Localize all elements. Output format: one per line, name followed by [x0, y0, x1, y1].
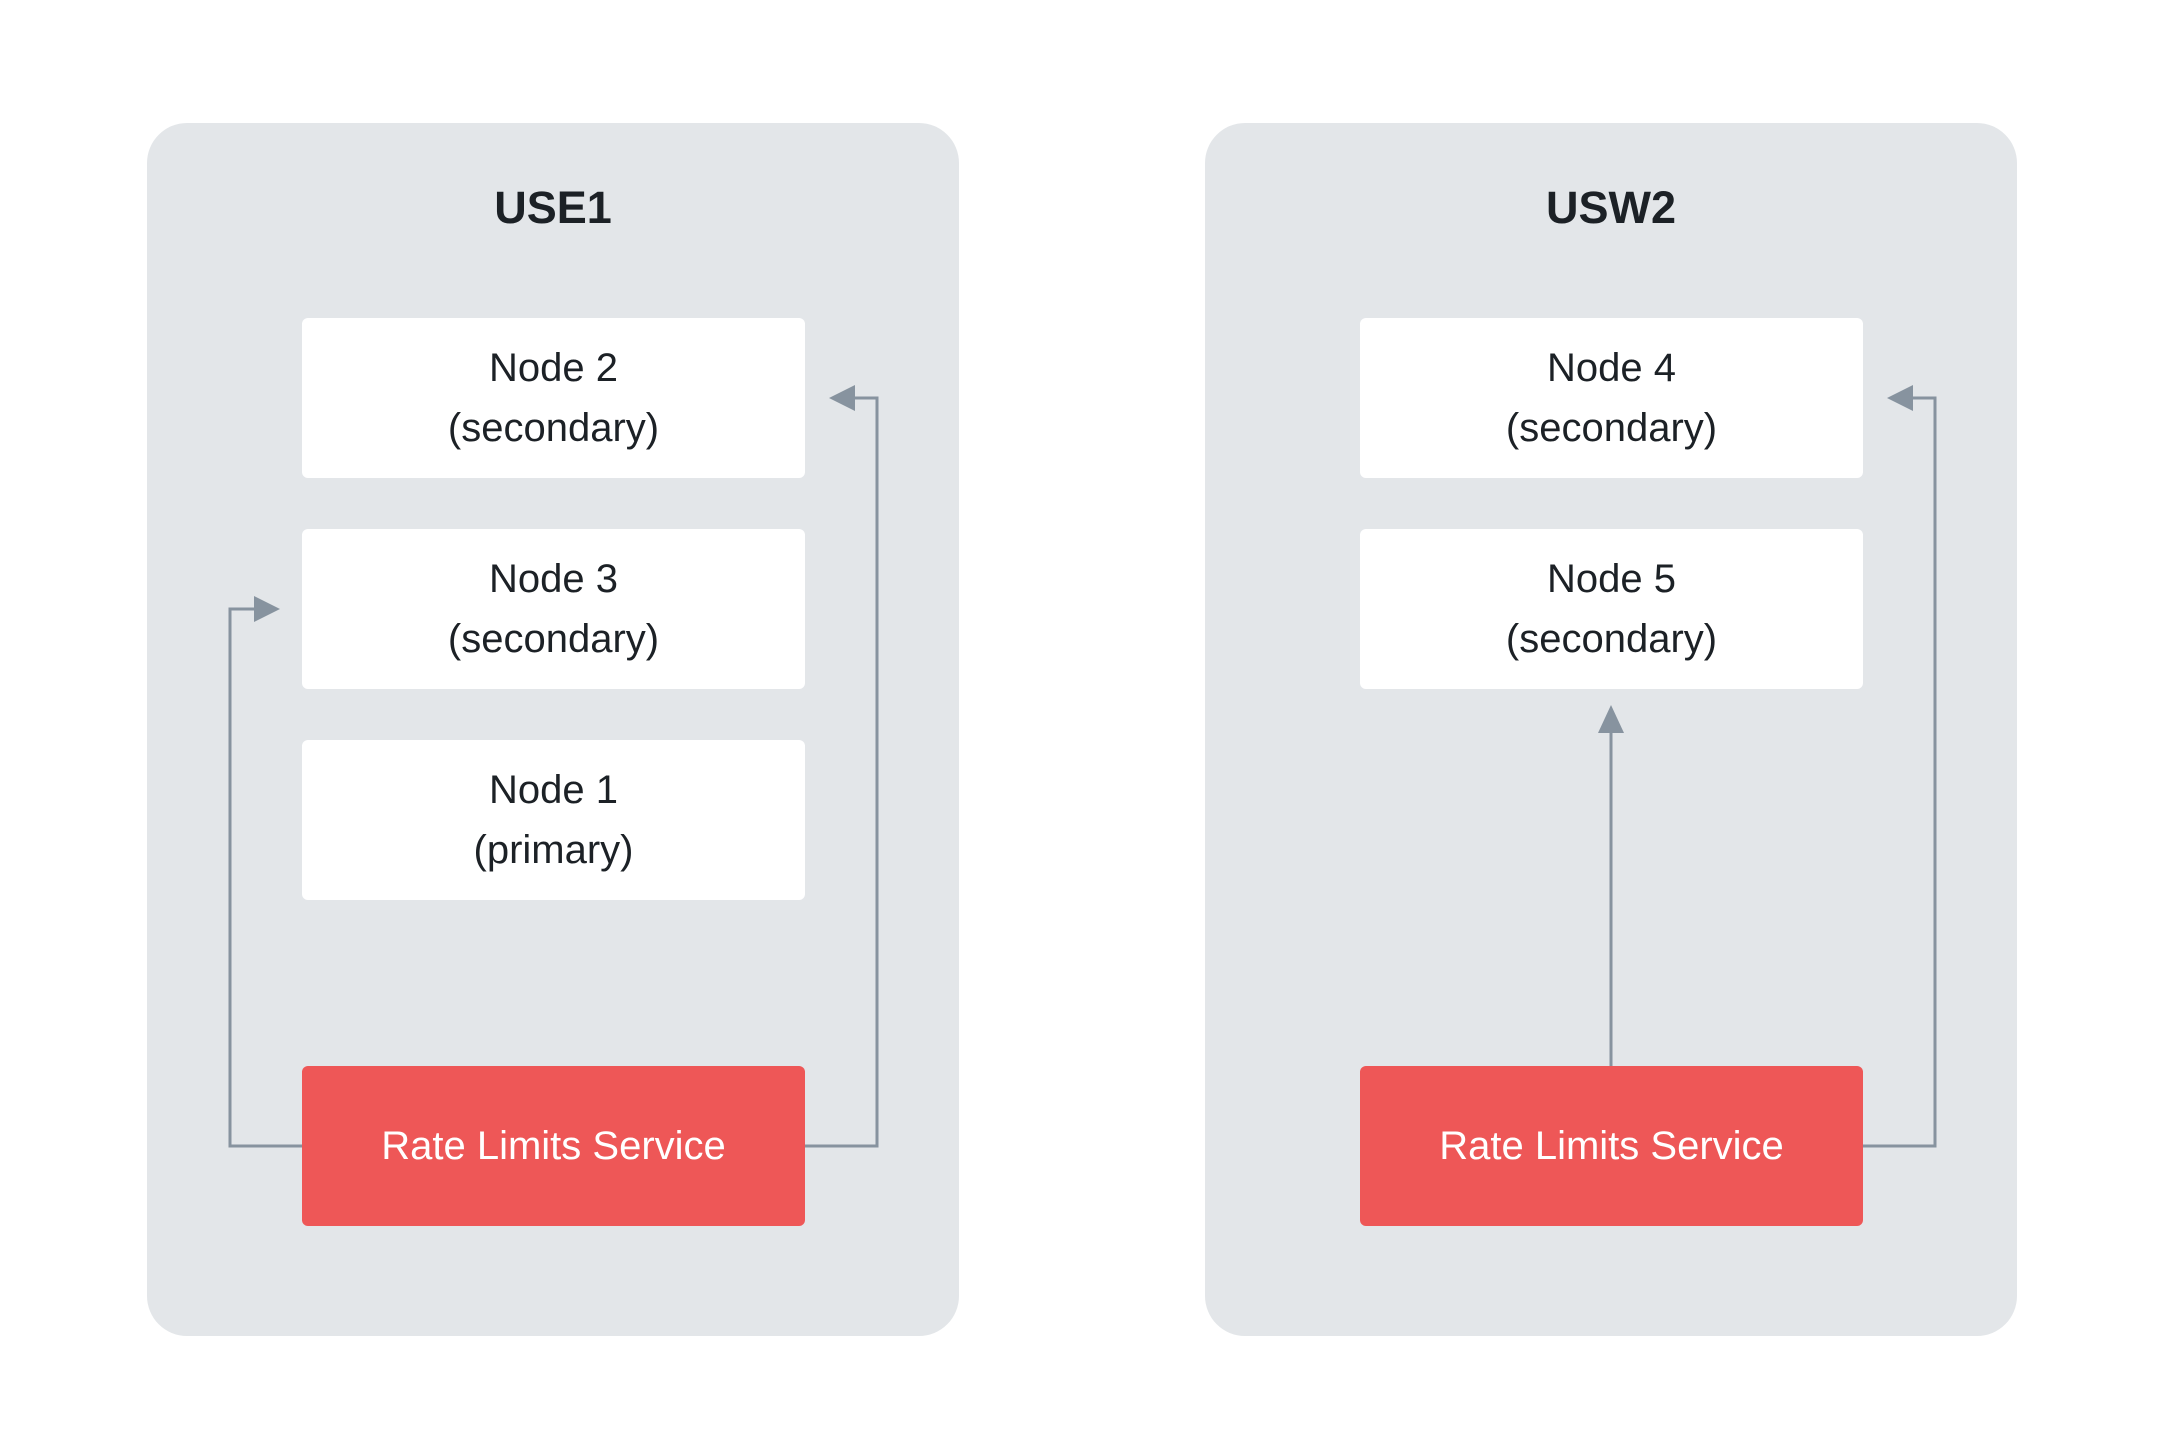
node-role: (secondary)	[1505, 406, 1718, 450]
node-name: Node 5	[1547, 557, 1676, 601]
service-label: Rate Limits Service	[381, 1123, 726, 1168]
node-name: Node 3	[489, 557, 618, 601]
node-role: (primary)	[473, 828, 634, 872]
service-label: Rate Limits Service	[1439, 1123, 1784, 1168]
node-role: (secondary)	[1505, 617, 1718, 661]
node-3-box: Node 3 (secondary)	[302, 529, 805, 689]
region-title: USE1	[494, 182, 612, 233]
node-name: Node 1	[489, 768, 618, 812]
node-role: (secondary)	[447, 406, 660, 450]
node-name: Node 4	[1547, 346, 1676, 390]
node-4-box: Node 4 (secondary)	[1360, 318, 1863, 478]
node-role: (secondary)	[447, 617, 660, 661]
rate-limits-service-use1: Rate Limits Service	[302, 1066, 805, 1226]
node-name: Node 2	[489, 346, 618, 390]
node-2-box: Node 2 (secondary)	[302, 318, 805, 478]
node-1-box: Node 1 (primary)	[302, 740, 805, 900]
region-title: USW2	[1545, 182, 1676, 233]
rate-limits-service-usw2: Rate Limits Service	[1360, 1066, 1863, 1226]
node-5-box: Node 5 (secondary)	[1360, 529, 1863, 689]
